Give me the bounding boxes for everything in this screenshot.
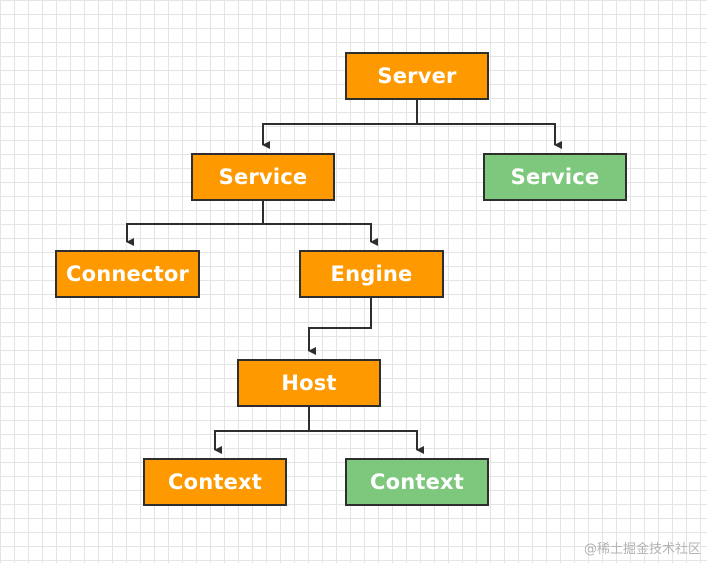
node-host: Host (237, 359, 381, 407)
edge-host-to-context-primary (214, 407, 310, 454)
node-server: Server (345, 52, 489, 100)
edge-server-to-service-secondary (417, 123, 562, 149)
node-engine: Engine (299, 250, 444, 298)
node-service-primary: Service (191, 153, 335, 201)
watermark: @稀土掘金技术社区 (583, 542, 701, 557)
node-service-secondary: Service (483, 153, 627, 201)
node-context-secondary-label: Context (369, 470, 465, 494)
edge-server-to-service-primary (262, 100, 418, 149)
edge-host-to-context-secondary (309, 430, 424, 454)
node-context-primary-label: Context (167, 470, 263, 494)
node-host-label: Host (281, 371, 337, 395)
node-context-secondary: Context (345, 458, 489, 506)
node-service-primary-label: Service (218, 165, 308, 189)
node-engine-label: Engine (330, 262, 413, 286)
node-service-secondary-label: Service (510, 165, 600, 189)
node-connector: Connector (55, 250, 200, 298)
edge-service-to-engine (263, 223, 378, 246)
node-context-primary: Context (143, 458, 287, 506)
node-server-label: Server (377, 64, 457, 88)
edge-service-to-connector (126, 201, 264, 246)
edge-engine-to-host (308, 298, 372, 355)
node-connector-label: Connector (65, 262, 190, 286)
